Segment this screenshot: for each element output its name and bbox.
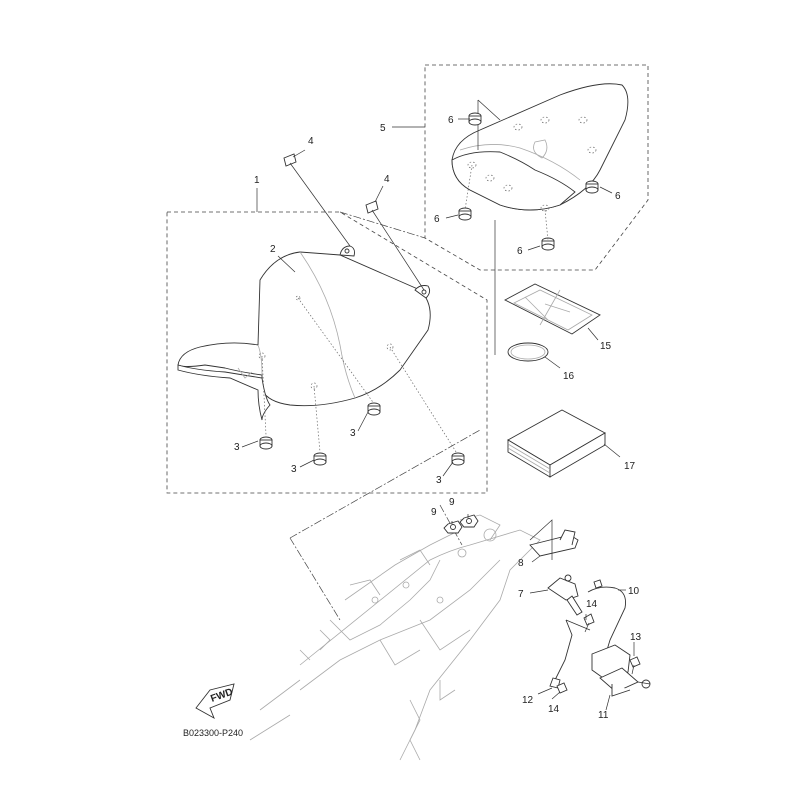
callout-5: 5 — [380, 123, 386, 134]
rear-frame — [249, 514, 541, 761]
seat-lock-cable — [587, 579, 626, 661]
screw-icon — [556, 682, 568, 694]
reference-code: B023300-P240 — [183, 728, 243, 738]
callout-6: 6 — [615, 191, 621, 202]
callout-3: 3 — [291, 464, 297, 475]
owners-manual — [507, 409, 606, 478]
callout-8: 8 — [518, 558, 524, 569]
callout-10: 10 — [628, 586, 640, 597]
callout-12: 12 — [522, 695, 534, 706]
callout-11: 11 — [598, 710, 609, 721]
callout-6: 6 — [434, 214, 440, 225]
callout-9: 9 — [431, 507, 437, 518]
callout-17: 17 — [624, 461, 636, 472]
callout-4: 4 — [384, 174, 390, 185]
frame-link-line-2 — [289, 429, 481, 539]
callout-6: 6 — [448, 115, 454, 126]
callout-leaders — [241, 118, 635, 711]
pillion-seat — [451, 83, 629, 212]
bolt-icon — [365, 200, 425, 291]
seat-group-outline — [166, 211, 488, 494]
screw-icon — [629, 656, 641, 675]
callout-1: 1 — [254, 175, 260, 186]
screw-icon — [583, 613, 595, 633]
callout-14: 14 — [586, 599, 598, 610]
seat-lock-bracket — [529, 519, 579, 560]
nut-icon — [459, 514, 479, 528]
rider-seat — [177, 245, 459, 456]
frame-link-line — [289, 537, 341, 621]
callout-7: 7 — [518, 589, 524, 600]
nut-icon — [443, 520, 463, 534]
callout-15: 15 — [600, 341, 612, 352]
group-link-line — [339, 211, 426, 239]
damper-rubbers-6 — [458, 112, 599, 251]
callout-2: 2 — [270, 244, 276, 255]
o-ring — [507, 342, 549, 362]
wire-harness — [549, 619, 591, 689]
seat-lock-actuator — [591, 644, 651, 697]
callout-16: 16 — [563, 371, 575, 382]
fwd-arrow-icon: FWD — [195, 683, 235, 720]
callout-3: 3 — [436, 475, 442, 486]
seat-lock — [547, 574, 583, 616]
callout-14: 14 — [548, 704, 560, 715]
callout-3: 3 — [234, 442, 240, 453]
bolt-icon — [283, 153, 351, 247]
callout-4: 4 — [308, 136, 314, 147]
callout-9: 9 — [449, 497, 455, 508]
damper-rubbers-3 — [259, 402, 465, 466]
callout-13: 13 — [630, 632, 642, 643]
nut-axis-line — [439, 504, 463, 546]
callout-3: 3 — [350, 428, 356, 439]
callout-6: 6 — [517, 246, 523, 257]
storage-net — [504, 283, 601, 335]
